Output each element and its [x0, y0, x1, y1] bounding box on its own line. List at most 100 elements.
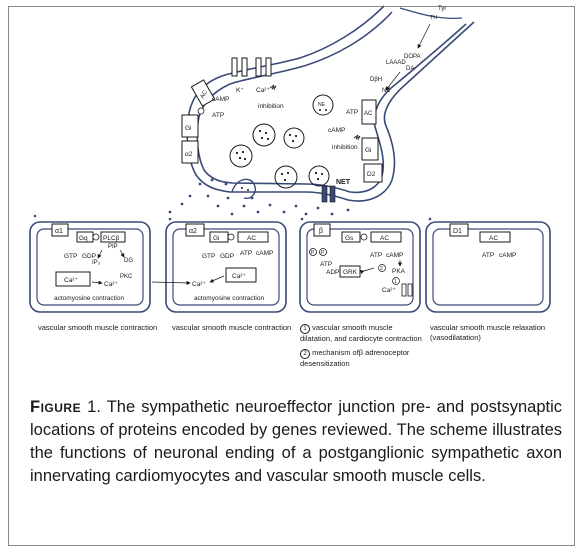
presynaptic-gi-box [181, 114, 199, 138]
gs-label: Gs [345, 235, 354, 242]
cell-alpha2: α2 Gi AC GTP GDP ATP cAMP Ca²⁺ Ca²⁺ acto… [151, 221, 287, 313]
figure-frame [8, 6, 575, 546]
ne-label: NE [382, 88, 390, 94]
cell1-ca-store [55, 271, 91, 287]
pka-label: PKA [392, 268, 406, 275]
presynaptic-gi2-box [361, 137, 379, 161]
net-transporter [321, 185, 336, 203]
cell3-atp2-label: ATP [320, 261, 332, 268]
cell3-description-1-text: vascular smooth muscle dilatation, and c… [300, 323, 422, 343]
grk-box [339, 265, 361, 278]
pkc-label: PKC [120, 274, 133, 280]
presynaptic-atp2-label: ATP [346, 109, 358, 116]
laaad-label: LAAAD [386, 60, 406, 66]
ip3-label: IP₃ [92, 260, 101, 266]
alpha2-autoreceptor [181, 140, 199, 164]
th-label: TH [430, 15, 437, 21]
cell4-atp-label: ATP [482, 252, 494, 259]
cell2-gi-label: Gi [213, 235, 220, 242]
net-label: NET [336, 179, 351, 186]
tyr-label: Tyr [438, 6, 446, 12]
cell4-ac-label: AC [489, 235, 498, 242]
cell1-gtp-label: GTP [64, 253, 77, 260]
cell1-actomyosine-label: actomyosine contraction [54, 295, 124, 302]
figure-caption: Figure 1. The sympathetic neuroeffector … [30, 396, 562, 488]
phospho-2-label: P [321, 250, 325, 256]
beta-receptor [313, 223, 331, 237]
cell2-ac-label: AC [247, 235, 256, 242]
axon-terminal [186, 5, 475, 202]
ca-ion-label: Ca²⁺ [256, 87, 270, 94]
cell2-atp-label: ATP [240, 250, 252, 257]
cell3-camp-label: cAMP [386, 252, 403, 259]
gq-label: Gq [79, 235, 88, 242]
presynaptic-gi2-label: Gi [365, 147, 372, 154]
vesicle-ne-label: NE [318, 102, 326, 108]
cell3-ca-label: Ca²⁺ [382, 287, 396, 294]
inhibition-label-1: inhibition [258, 103, 284, 110]
inhibition-label-2: inhibition [332, 144, 358, 151]
d1-receptor-label: D1 [453, 228, 462, 235]
cell2-ca-store [225, 267, 257, 283]
grk-label: GRK [343, 269, 358, 276]
cell3-adp-label: ADP [326, 269, 339, 276]
alpha2-autoreceptor-label: α2 [185, 151, 193, 158]
calcium-channel-cell3 [401, 283, 413, 297]
cell3-description-2-num: 2 [300, 349, 310, 359]
cell2-gdp-label: GDP [220, 253, 234, 260]
presynaptic-ac-label: AC [200, 89, 210, 100]
cell2-ca-label: Ca²⁺ [192, 281, 206, 288]
da-label: DA [406, 66, 414, 72]
cell2-ca-store-label: Ca²⁺ [232, 273, 246, 280]
pathway-1-marker: 1 [394, 279, 397, 285]
caption-text: . The sympathetic neuroeffector junction… [30, 398, 562, 485]
cell-alpha1: α1 Gq PLCβ GTP GDP PIP IP₃ DG PKC Ca²⁺ C… [29, 221, 151, 313]
pathway-2-marker: 2 [380, 266, 383, 272]
presynaptic-ac2-box [361, 99, 377, 125]
cell3-description-2-text: mechanism ofβ adrenoceptor desensitizati… [300, 348, 410, 368]
cell-d1: D1 AC ATP cAMP [425, 221, 551, 313]
presynaptic-camp-label: cAMP [212, 96, 229, 103]
cell-beta: β Gs AC P P ATP ADP GRK ATP cAMP PKA 2 1… [299, 221, 421, 313]
cell2-actomyosine-label: actomyosine contraction [194, 295, 264, 302]
calcium-channel [255, 57, 272, 77]
phospho-1-label: P [311, 250, 315, 256]
cell2-gtp-label: GTP [202, 253, 215, 260]
cell3-description-1: 1 vascular smooth muscle dilatation, and… [300, 323, 425, 344]
d1-receptor [449, 223, 469, 237]
plc-label: PLCβ [103, 235, 120, 242]
cell2-description: vascular smooth muscle contraction [172, 323, 292, 332]
dopa-label: DOPA [404, 54, 421, 60]
vesicle-contents [235, 109, 327, 191]
pip-label: PIP [108, 244, 118, 250]
vesicles [229, 94, 334, 189]
released-norepinephrine [168, 178, 350, 216]
neuroeffector-junction-diagram: Tyr TH LAAAD DOPA DA DβH NE K⁺ Ca²⁺ inhi… [29, 5, 551, 313]
presynaptic-gi-label: Gi [185, 125, 192, 132]
cell2-camp-label: cAMP [256, 250, 273, 257]
cell1-ca-store-label: Ca²⁺ [64, 277, 78, 284]
dbh-label: DβH [370, 77, 382, 83]
alpha2-receptor [185, 223, 205, 237]
cell1-ca-label: Ca²⁺ [104, 281, 118, 288]
dg-label: DG [124, 258, 133, 264]
d2-autoreceptor [363, 163, 383, 183]
cell4-description: vascular smooth muscle relaxation (vasod… [430, 323, 546, 342]
d2-autoreceptor-label: D2 [367, 171, 376, 178]
cell3-ac-label: AC [380, 235, 389, 242]
k-ion-label: K⁺ [236, 87, 244, 94]
figure-number: 1 [87, 398, 97, 416]
cell1-description: vascular smooth muscle contraction [38, 323, 158, 332]
cell1-gdp-label: GDP [82, 253, 96, 260]
cell4-camp-label: cAMP [499, 252, 516, 259]
figure-word: Figure [30, 398, 82, 416]
alpha1-receptor-label: α1 [55, 228, 63, 235]
alpha2-receptor-label: α2 [189, 228, 197, 235]
alpha1-receptor [51, 223, 69, 237]
beta-receptor-label: β [319, 228, 323, 235]
cell3-atp-label: ATP [370, 252, 382, 259]
presynaptic-ac2-label: AC [364, 111, 373, 117]
cell3-description-2: 2 mechanism ofβ adrenoceptor desensitiza… [300, 348, 425, 369]
presynaptic-atp-label: ATP [212, 112, 224, 119]
presynaptic-ac-box [190, 79, 216, 107]
